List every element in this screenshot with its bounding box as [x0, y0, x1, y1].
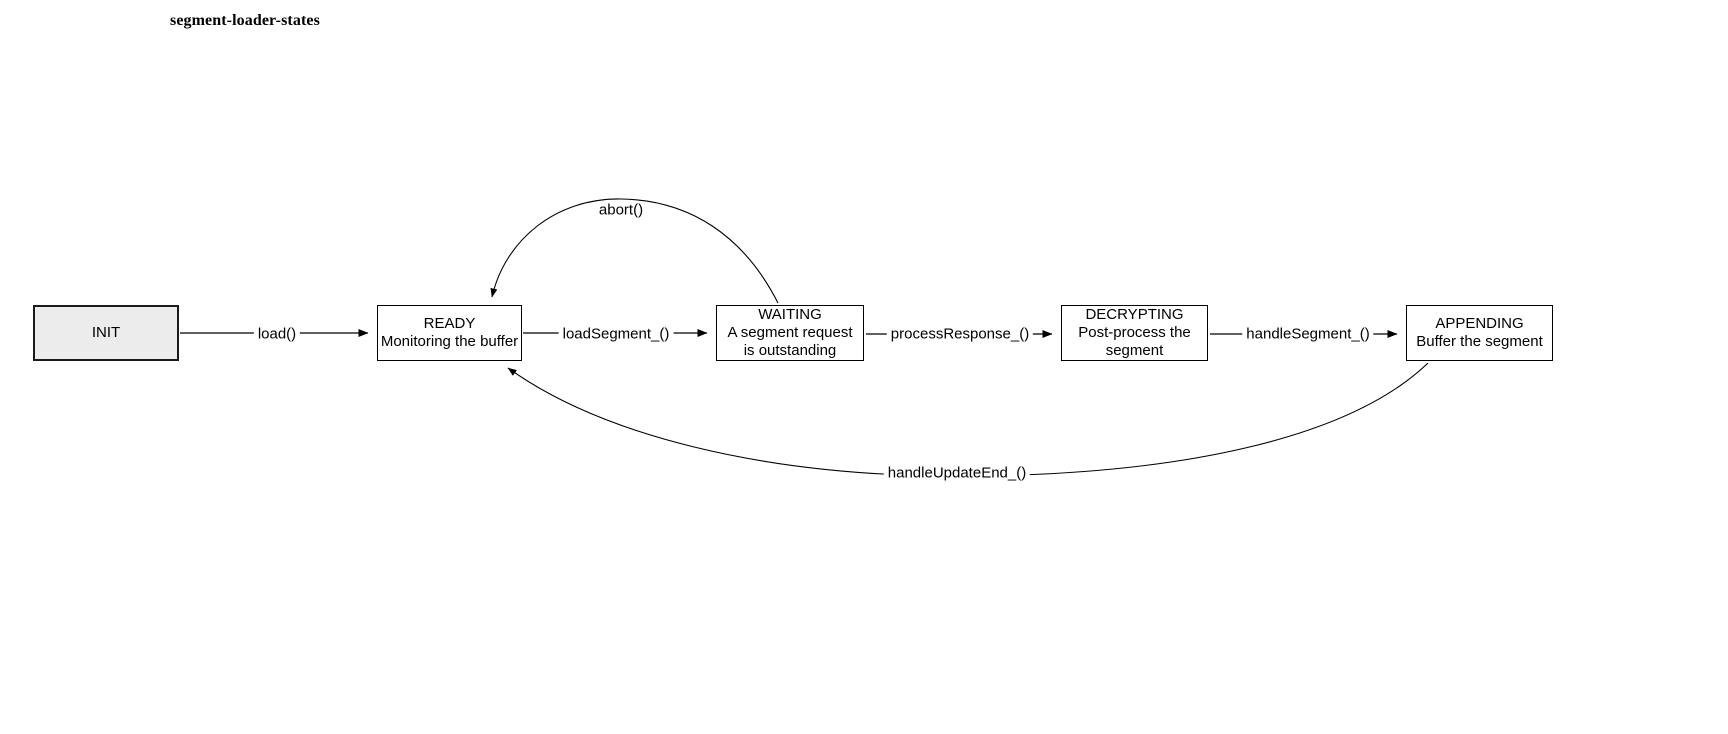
edge-label-abort: abort() [594, 201, 648, 219]
edge-label-process-response: processResponse_() [886, 325, 1034, 343]
state-node-decrypting-line-1: DECRYPTING [1085, 306, 1184, 323]
edge-label-load: load() [253, 325, 301, 343]
edge-label-handle-update-end: handleUpdateEnd_() [883, 464, 1031, 482]
state-node-init-line-1: INIT [91, 324, 121, 341]
state-node-appending[interactable]: APPENDING Buffer the segment [1406, 305, 1553, 361]
edge-label-handle-segment: handleSegment_() [1242, 325, 1374, 343]
state-node-appending-line-1: APPENDING [1435, 315, 1524, 332]
state-node-waiting-line-1: WAITING [758, 306, 822, 323]
state-node-init[interactable]: INIT [33, 305, 179, 361]
edge-waiting-ready-abort [490, 198, 779, 304]
state-node-ready-line-1: READY [423, 315, 476, 332]
state-node-appending-line-2: Buffer the segment [1416, 333, 1543, 350]
state-node-decrypting-line-2: Post-process the [1078, 324, 1191, 341]
state-node-waiting-line-2: A segment request [727, 324, 853, 341]
edge-appending-ready [507, 362, 1429, 477]
state-node-ready[interactable]: READY Monitoring the buffer [377, 305, 522, 361]
state-node-waiting-line-3: is outstanding [743, 342, 837, 359]
state-node-waiting[interactable]: WAITING A segment request is outstanding [716, 305, 864, 361]
page-title: segment-loader-states [170, 12, 320, 29]
state-node-ready-line-2: Monitoring the buffer [380, 333, 519, 350]
state-node-decrypting-line-3: segment [1105, 342, 1164, 359]
edge-label-load-segment: loadSegment_() [558, 325, 674, 343]
state-node-decrypting[interactable]: DECRYPTING Post-process the segment [1061, 305, 1208, 361]
